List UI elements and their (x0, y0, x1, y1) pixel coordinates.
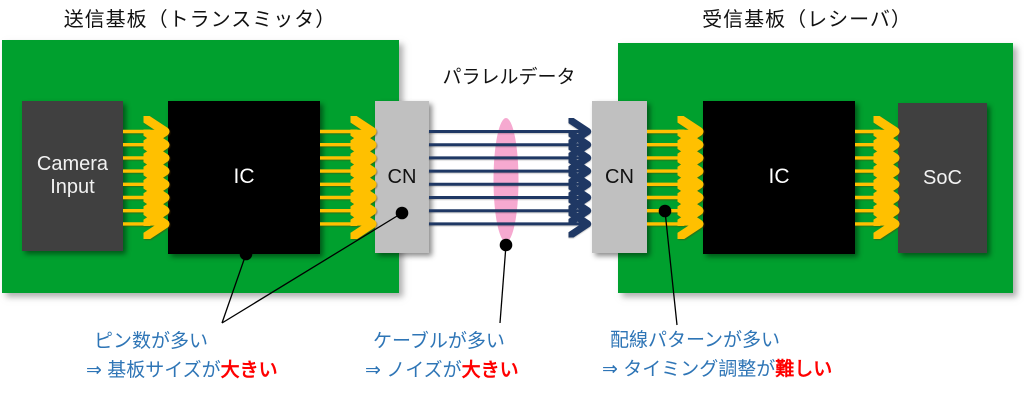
receiver-ic-block: IC (703, 101, 855, 254)
emphasis-text: 難しい (775, 359, 833, 380)
emphasis-text: 大きい (220, 360, 278, 381)
transmitter-connector-block: CN (375, 101, 429, 253)
receiver-board-title: 受信基板（レシーバ） (702, 9, 912, 31)
parallel-cables (429, 132, 584, 224)
annotation-line2: ⇒ 基板サイズが大きい (86, 360, 278, 381)
emphasis-text: 大きい (461, 360, 519, 381)
soc-block: SoC (898, 103, 987, 253)
annotation-line1: ピン数が多い (94, 331, 209, 352)
annotation-pin-count: ピン数が多い ⇒ 基板サイズが大きい (86, 327, 278, 385)
noise-highlight-ellipse (493, 118, 519, 242)
annotation-line1: 配線パターンが多い (610, 330, 781, 351)
annotation-line2: ⇒ ノイズが大きい (365, 360, 519, 381)
receiver-connector-block: CN (592, 101, 647, 253)
camera-input-block: Camera Input (22, 101, 123, 251)
annotation-cable-count: ケーブルが多い ⇒ ノイズが大きい (365, 327, 519, 385)
transmitter-board-title: 送信基板（トランスミッタ） (63, 9, 337, 31)
transmitter-ic-block: IC (168, 101, 320, 254)
annotation-line2: ⇒ タイミング調整が難しい (602, 359, 833, 380)
annotation-wiring-pattern: 配線パターンが多い ⇒ タイミング調整が難しい (602, 326, 832, 384)
annotation-line1: ケーブルが多い (373, 331, 505, 352)
parallel-data-label: パラレルデータ (442, 67, 576, 88)
